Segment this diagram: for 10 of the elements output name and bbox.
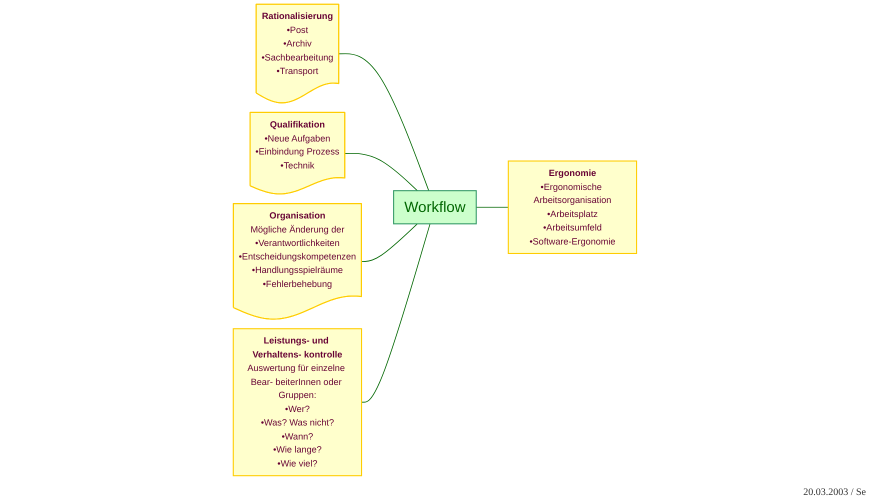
date-footer: 20.03.2003 / Se [803,487,866,498]
connector [361,223,431,403]
connector [476,206,509,208]
connector [361,223,418,262]
node-box [393,190,477,224]
workflow-diagram: Rationalisierung •Post •Archiv •Sachbearbeitung •Transport Qualifikation •Neue Aufgaben •Einbindung Prozess •Technik Organisation Mögliche Änderung der •Verantwortlichkeiten •Entscheidungskompetenzen •Handlungsspielräume •Fehlerbehebung Leistungs- und Verhaltens- kontrolle Auswertung für einzelne Bear- beiterInnen oder Gruppen: •Wer? •Was? Was nicht? •Wann? •Wie lange? •Wie viel? Workflow Ergonomie •Ergonomische Arbeitsorganisation •Arbeitsplatz •Arbeitsumfeld •Software-Ergonomie [229,0,641,480]
connector [344,153,418,192]
node-box [508,160,638,254]
node-box [232,328,362,476]
connector [338,53,430,192]
